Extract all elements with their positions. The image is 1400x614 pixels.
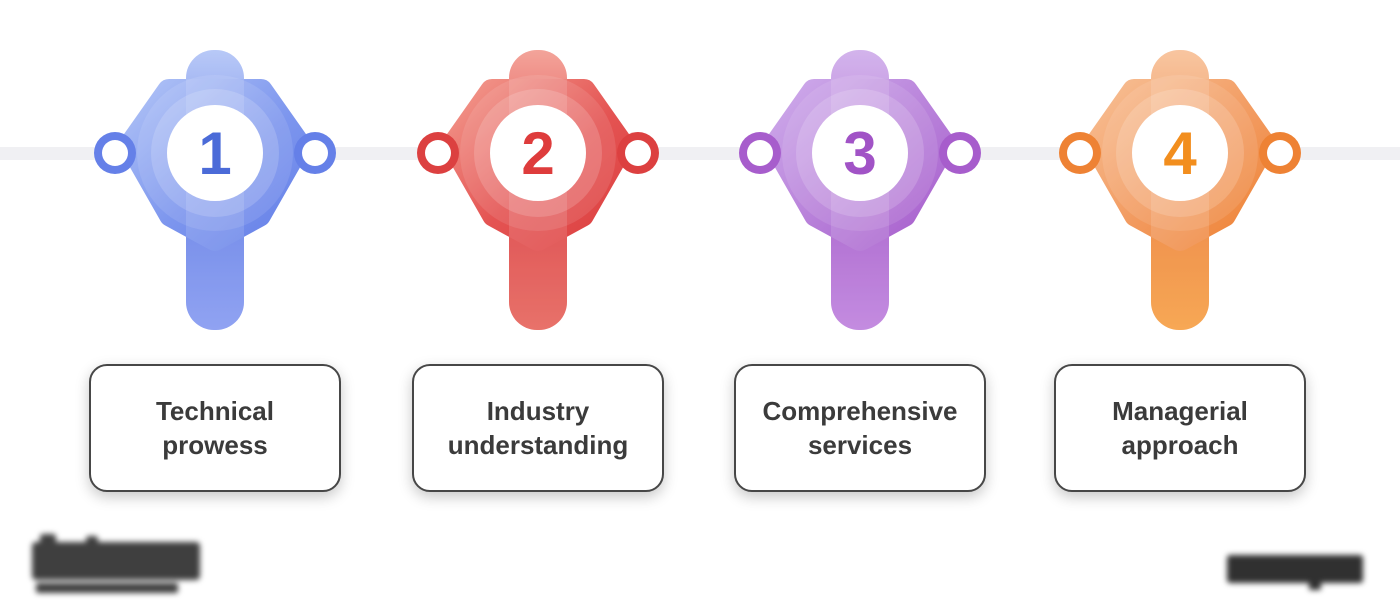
- right-watermark-logo-icon: [1227, 553, 1367, 593]
- step-marker-2: 2: [408, 43, 668, 333]
- step-number: 2: [521, 120, 554, 187]
- step-marker-4: 4: [1050, 43, 1310, 333]
- step-number-badge: [812, 105, 908, 201]
- step-card-4: Managerial approach: [1054, 364, 1306, 492]
- step-card-2: Industry understanding: [412, 364, 664, 492]
- step-card-4-line2: approach: [1121, 430, 1239, 460]
- left-watermark-logo-icon: [32, 534, 202, 594]
- step-card-3: Comprehensive services: [734, 364, 986, 492]
- step-card-4-line1: Managerial: [1112, 396, 1248, 426]
- step-number: 1: [198, 120, 231, 187]
- step-pin-icon: 1: [94, 50, 336, 330]
- step-number-badge: [167, 105, 263, 201]
- step-card-3-line1: Comprehensive: [762, 396, 958, 426]
- left-watermark-tagline: [36, 583, 178, 593]
- step-number: 4: [1163, 120, 1197, 187]
- step-pin-icon: 4: [1059, 50, 1301, 330]
- step-marker-1: 1: [85, 43, 345, 333]
- step-card-1-line1: Technical: [155, 396, 274, 426]
- step-pin-icon: 3: [739, 50, 981, 330]
- step-card-3-line2: services: [807, 430, 913, 460]
- step-number: 3: [843, 120, 876, 187]
- step-marker-3: 3: [730, 43, 990, 333]
- timeline-line: [0, 147, 1400, 160]
- right-watermark-wordmark: [1227, 555, 1363, 583]
- right-watermark-descender: [1309, 581, 1321, 590]
- left-watermark-wordmark: [32, 542, 200, 580]
- step-card-2-line1: Industry: [486, 396, 590, 426]
- step-card-2-line2: understanding: [447, 430, 629, 460]
- step-number-badge: [490, 105, 586, 201]
- step-card-1: Technical prowess: [89, 364, 341, 492]
- step-number-badge: [1132, 105, 1228, 201]
- step-card-1-line2: prowess: [162, 430, 268, 460]
- step-pin-icon: 2: [417, 50, 659, 330]
